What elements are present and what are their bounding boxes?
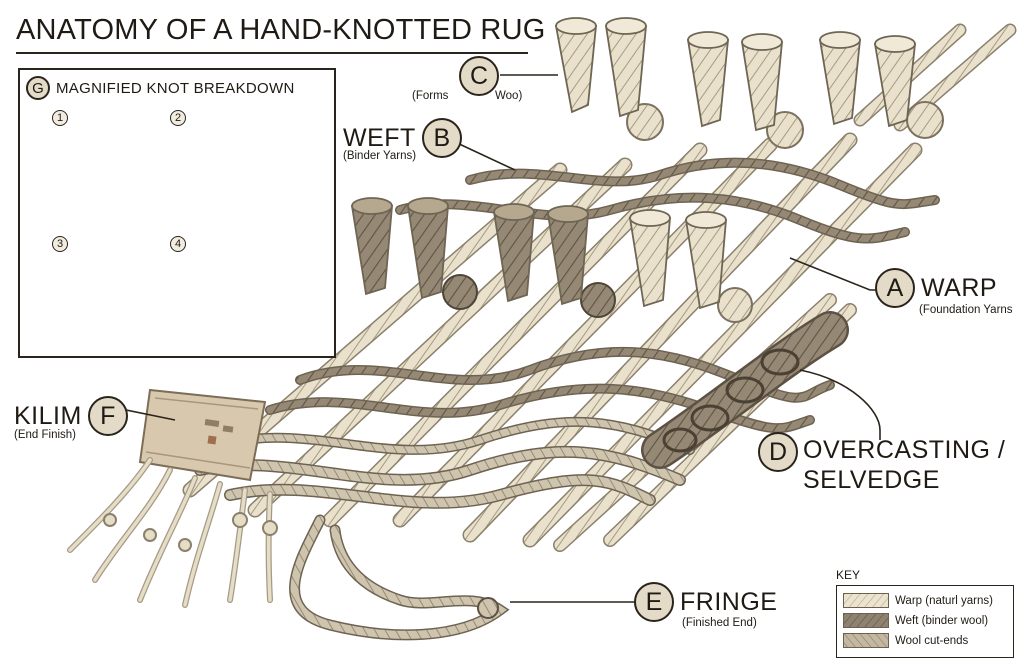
callout-f-badge: F <box>87 396 128 436</box>
step-3-number: 3 <box>52 236 68 252</box>
fringe-sublabel: (Finished End) <box>682 617 757 629</box>
weft-sublabel: (Binder Yarns) <box>343 150 417 162</box>
callout-g-badge: G <box>26 76 50 100</box>
callout-weft: WEFT B <box>343 118 462 158</box>
knot-breakdown-panel: G MAGNIFIED KNOT BREAKDOWN 1 2 3 4 <box>18 68 336 358</box>
callout-fringe: E FRINGE <box>634 582 777 622</box>
callout-d-badge: D <box>758 432 798 472</box>
legend-label-warp: Warp (naturl yarns) <box>895 594 993 607</box>
weft-label: WEFT <box>343 123 416 152</box>
callout-c-sub-left: (Forms <box>412 90 449 102</box>
legend: KEY Warp (naturl yarns) Weft (binder woo… <box>836 568 1014 658</box>
legend-label-cut-ends: Wool cut-ends <box>895 634 969 647</box>
warp-swatch <box>843 593 889 608</box>
callout-b-badge: B <box>421 118 462 158</box>
leader-lines <box>125 74 881 603</box>
weft-swatch <box>843 613 889 628</box>
legend-item-cut-ends: Wool cut-ends <box>843 633 1007 648</box>
legend-box: Warp (naturl yarns) Weft (binder wool) W… <box>836 585 1014 658</box>
kilim-sublabel: (End Finish) <box>14 429 76 441</box>
callout-c-badge: C <box>459 56 499 96</box>
callout-c-sub-right: Woo) <box>495 90 523 102</box>
legend-label-weft: Weft (binder wool) <box>895 614 989 627</box>
fringe-tassels <box>67 457 278 608</box>
weft-yarns <box>194 157 940 509</box>
pile-tufts <box>350 17 916 310</box>
knot-breakdown-header: G MAGNIFIED KNOT BREAKDOWN <box>26 76 295 100</box>
legend-item-warp: Warp (naturl yarns) <box>843 593 1007 608</box>
callout-a-badge: A <box>875 268 915 308</box>
overcasting-selvedge <box>641 311 849 469</box>
step-4-number: 4 <box>170 236 186 252</box>
kilim-label: KILIM <box>14 401 82 430</box>
step-1-number: 1 <box>52 110 68 126</box>
pile-knots <box>442 101 944 323</box>
warp-label: WARP <box>921 273 998 302</box>
overcasting-label-line1: OVERCASTING / <box>803 436 1006 464</box>
callout-kilim: KILIM F <box>14 396 128 436</box>
step-2-number: 2 <box>170 110 186 126</box>
warp-sublabel: (Foundation Yarns <box>919 304 1013 316</box>
legend-title: KEY <box>836 568 861 582</box>
page-title: ANATOMY OF A HAND-KNOTTED RUG <box>16 14 546 46</box>
overcasting-label-line2: SELVEDGE <box>803 466 940 494</box>
legend-item-weft: Weft (binder wool) <box>843 613 1007 628</box>
cut-ends-swatch <box>843 633 889 648</box>
callout-e-badge: E <box>634 582 674 622</box>
title-underline <box>16 52 528 54</box>
kilim-band <box>138 388 267 482</box>
callout-warp: A WARP <box>875 268 997 308</box>
fringe-label: FRINGE <box>680 587 778 616</box>
fringe-loop <box>289 514 510 641</box>
knot-breakdown-title: MAGNIFIED KNOT BREAKDOWN <box>56 79 295 97</box>
